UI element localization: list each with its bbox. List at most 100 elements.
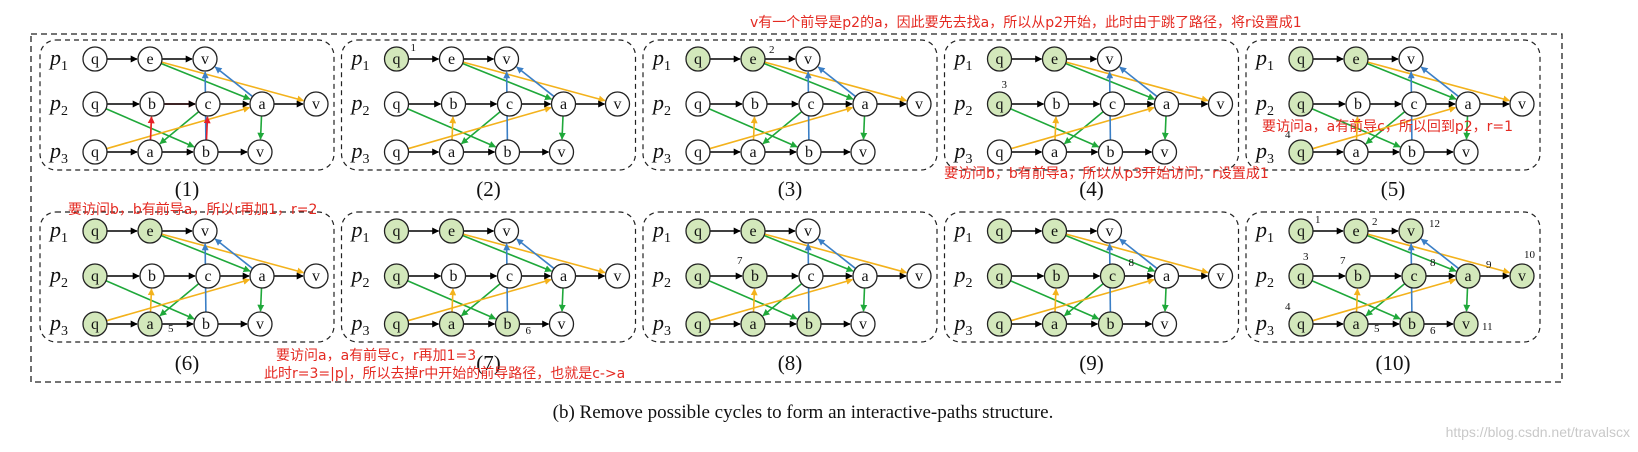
node-b3: b — [1399, 311, 1425, 337]
row-label-p3: p3 — [1254, 310, 1274, 339]
node-label: a — [1051, 316, 1058, 333]
node-label: q — [694, 96, 702, 113]
orange-edge-a3-b2 — [449, 116, 457, 141]
node-v3: v — [1453, 139, 1479, 165]
row-label-p2: p2 — [953, 90, 973, 119]
node-e1: e — [1343, 46, 1369, 72]
visit-order-badge: 1 — [1315, 214, 1321, 226]
node-label: b — [450, 96, 458, 113]
row-label-p1: p1 — [1254, 217, 1274, 246]
visit-order-badge: 1 — [411, 42, 417, 54]
green-edge-a2-v3 — [257, 115, 265, 140]
node-label: v — [1217, 96, 1225, 113]
blue-edge-a2-v1 — [516, 238, 555, 270]
node-a3: a — [1041, 139, 1068, 165]
annotation-note-panel7b: 此时r=3=|p|，所以去掉r中开始的前导路径，也就是c->a — [264, 365, 625, 382]
node-label: q — [91, 223, 99, 240]
node-c2: c — [1099, 91, 1126, 117]
edges — [407, 55, 606, 156]
blue-edge-a2-v1 — [1119, 66, 1158, 98]
green-edge-q2-b3 — [708, 108, 798, 148]
node-label: v — [804, 223, 812, 240]
node-label: q — [393, 223, 401, 240]
node-c2: c — [496, 91, 523, 117]
row-label-p1: p1 — [350, 45, 370, 74]
node-label: e — [448, 51, 455, 68]
node-q3: q — [383, 139, 410, 165]
edges — [1311, 227, 1511, 328]
panel-label: (4) — [1079, 177, 1104, 201]
node-label: q — [996, 96, 1004, 113]
visit-order-badge: 2 — [769, 44, 775, 56]
panel-frame — [642, 39, 938, 171]
panel-label: (8) — [778, 351, 803, 375]
node-a2: a — [1153, 263, 1180, 289]
node-label: q — [996, 144, 1004, 161]
orange-edge-a3-b2 — [1353, 116, 1361, 141]
node-label: v — [1407, 51, 1415, 68]
blue-edge-a2-v1 — [1119, 238, 1158, 270]
node-label: v — [915, 268, 923, 285]
row-label-p3: p3 — [48, 310, 68, 339]
node-label: v — [1106, 223, 1114, 240]
panel-frame — [1245, 211, 1541, 343]
node-label: b — [504, 316, 512, 333]
node-label: a — [258, 268, 265, 285]
node-label: b — [1354, 268, 1362, 285]
green-edge-q2-b3 — [407, 108, 497, 148]
node-v2: v — [604, 263, 631, 289]
node-label: v — [558, 316, 566, 333]
node-label: c — [204, 268, 211, 285]
edges — [407, 227, 606, 328]
panel-label: (10) — [1376, 351, 1411, 375]
node-label: b — [504, 144, 512, 161]
green-edge-q2-b3 — [1311, 108, 1401, 148]
green-edge-q2-b3 — [1311, 280, 1401, 320]
node-v2: v — [303, 91, 329, 117]
node-a3: a — [137, 311, 163, 337]
row-label-p1: p1 — [953, 217, 973, 246]
node-label: e — [146, 223, 153, 240]
row-label-p1: p1 — [651, 45, 671, 74]
orange-edge-q3-a2 — [106, 105, 251, 150]
node-q2: q — [82, 263, 108, 289]
node-label: q — [996, 51, 1004, 68]
node-b3: b — [796, 311, 822, 337]
node-label: c — [807, 268, 814, 285]
node-q2: q — [685, 263, 711, 289]
node-label: a — [1051, 144, 1058, 161]
node-label: q — [694, 223, 702, 240]
node-q3: q — [82, 311, 108, 337]
node-label: a — [1464, 268, 1471, 285]
orange-edge-a3-b2 — [1353, 288, 1361, 313]
orange-edge-q3-a2 — [1010, 277, 1155, 322]
row-label-p2: p2 — [651, 262, 671, 291]
node-label: q — [393, 316, 401, 333]
node-q1: q — [986, 218, 1013, 244]
visit-order-badge: 4 — [1285, 129, 1291, 141]
node-label: e — [749, 51, 756, 68]
node-label: a — [448, 316, 455, 333]
node-label: b — [148, 268, 156, 285]
node-label: v — [312, 268, 320, 285]
panel-frame — [340, 39, 637, 171]
panel-label: (9) — [1079, 351, 1104, 375]
node-b2: b — [742, 263, 768, 289]
green-edge-q2-b3 — [708, 280, 798, 320]
panel-label: (7) — [476, 351, 501, 375]
red-edge-a3-b2 — [147, 116, 155, 141]
panel-frame — [340, 211, 637, 343]
node-label: v — [859, 316, 867, 333]
node-e1: e — [1343, 218, 1369, 244]
orange-edge-q3-a2 — [709, 277, 854, 322]
node-label: q — [996, 223, 1004, 240]
node-c2: c — [1401, 91, 1427, 117]
node-label: q — [91, 144, 99, 161]
node-label: q — [393, 144, 401, 161]
node-a2: a — [550, 263, 577, 289]
node-a3: a — [137, 139, 163, 165]
node-v1: v — [192, 46, 218, 72]
